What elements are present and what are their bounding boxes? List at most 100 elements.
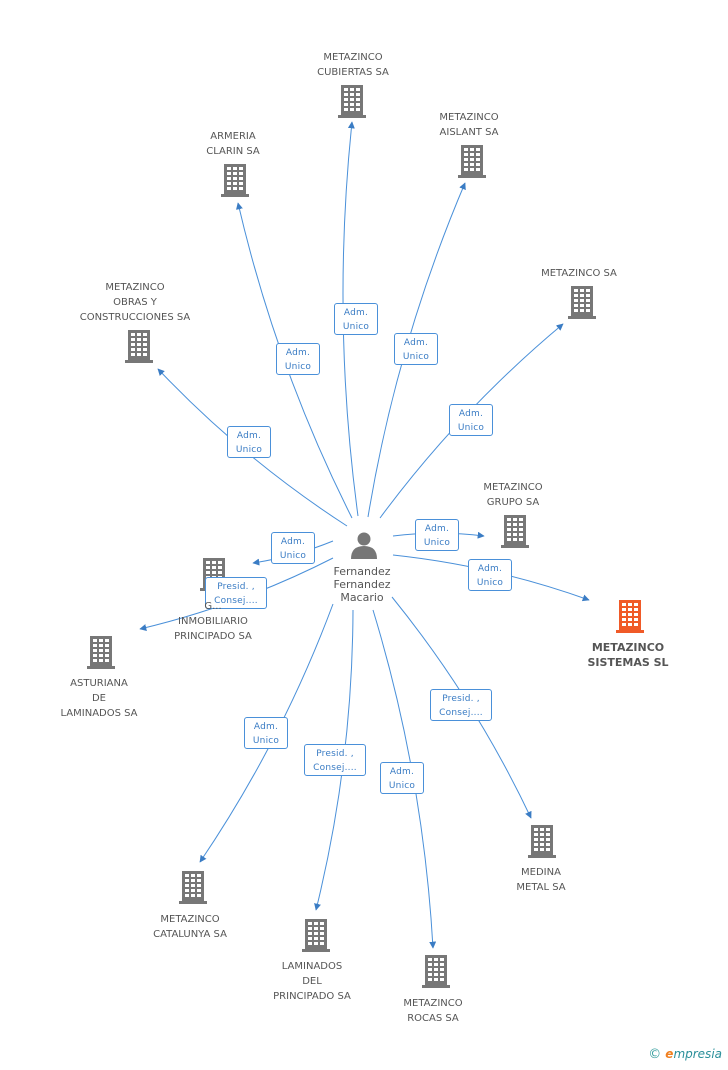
building-icon[interactable]: [422, 955, 450, 988]
building-icon[interactable]: [302, 919, 330, 952]
role-label-line: Unico: [342, 322, 370, 332]
role-label-line: Presid. ,: [316, 749, 354, 759]
role-label-line: Consej....: [439, 708, 483, 718]
company-name-line: PRINCIPADO SA: [174, 631, 252, 642]
role-label-metazinco_sa[interactable]: Adm. Unico: [449, 404, 493, 436]
building-icon[interactable]: [458, 145, 486, 178]
role-label-sistemas[interactable]: Adm. Unico: [468, 559, 512, 591]
role-label-medina[interactable]: Presid. , Consej....: [430, 689, 492, 721]
role-label-asturiana[interactable]: Presid. , Consej....: [205, 577, 267, 609]
role-label-line: Unico: [284, 362, 312, 372]
building-icon[interactable]: [501, 515, 529, 548]
company-name-line: CUBIERTAS SA: [317, 67, 389, 78]
company-name-line: LAMINADOS SA: [60, 708, 138, 719]
company-label-sistemas[interactable]: METAZINCO SISTEMAS SL: [587, 640, 668, 670]
company-label-catalunya[interactable]: METAZINCO CATALUNYA SA: [153, 912, 227, 942]
role-label-line: Presid. ,: [217, 582, 255, 592]
company-name-line: METAZINCO: [439, 112, 499, 123]
role-label-line: Adm.: [280, 537, 306, 547]
company-name-line: METAZINCO: [160, 914, 220, 925]
role-label-line: Adm.: [236, 431, 262, 441]
company-label-aislant[interactable]: METAZINCO AISLANT SA: [439, 110, 498, 140]
person-name-line: Fernandez: [333, 565, 391, 578]
building-icon[interactable]: [87, 636, 115, 669]
company-name-line: AISLANT SA: [439, 127, 499, 138]
role-label-line: Adm.: [403, 338, 429, 348]
company-label-metazinco_sa[interactable]: METAZINCO SA: [541, 266, 617, 281]
company-label-cubiertas[interactable]: METAZINCO CUBIERTAS SA: [317, 50, 389, 80]
company-name-line: METAZINCO: [591, 641, 665, 654]
company-name-line: LAMINADOS: [281, 961, 343, 972]
role-label-line: Adm.: [458, 409, 484, 419]
company-label-asturiana[interactable]: ASTURIANA DE LAMINADOS SA: [60, 676, 137, 721]
company-name-line: CATALUNYA SA: [153, 929, 227, 940]
role-label-line: Consej....: [313, 763, 357, 773]
company-label-grupo[interactable]: METAZINCO GRUPO SA: [483, 480, 542, 510]
building-icon[interactable]: [221, 164, 249, 197]
role-label-line: Consej....: [214, 596, 258, 606]
company-name-line: CLARIN SA: [206, 146, 260, 157]
company-name-line: MEDINA: [521, 867, 561, 878]
role-label-rocas[interactable]: Adm. Unico: [380, 762, 424, 794]
company-name-line: METAZINCO SA: [541, 268, 617, 279]
company-name-line: METAZINCO: [105, 282, 165, 293]
company-name-line: METAL SA: [516, 882, 566, 893]
role-label-line: Unico: [476, 578, 504, 588]
role-label-line: Adm.: [477, 564, 503, 574]
role-label-line: Unico: [388, 781, 416, 791]
role-label-armeria[interactable]: Adm. Unico: [276, 343, 320, 375]
role-label-cubiertas[interactable]: Adm.Unico: [334, 303, 378, 335]
role-label-line: Adm.: [424, 524, 450, 534]
company-name-line: METAZINCO: [483, 482, 543, 493]
person-icon[interactable]: [351, 532, 377, 560]
person-name-line: Fernandez: [333, 578, 391, 591]
building-icon[interactable]: [528, 825, 556, 858]
role-label-grupo[interactable]: Adm. Unico: [415, 519, 459, 551]
role-label-line: Presid. ,: [442, 694, 480, 704]
company-label-rocas[interactable]: METAZINCO ROCAS SA: [403, 996, 462, 1026]
role-label-line: Adm.: [253, 722, 279, 732]
company-name-line: PRINCIPADO SA: [273, 991, 351, 1002]
role-label-line: Adm.: [389, 767, 415, 777]
company-label-medina[interactable]: MEDINA METAL SA: [516, 865, 565, 895]
role-label-obras[interactable]: Adm. Unico: [227, 426, 271, 458]
building-icon[interactable]: [616, 600, 644, 633]
company-name-line: GRUPO SA: [486, 497, 540, 508]
company-name-line: ASTURIANA: [70, 678, 128, 689]
company-name-line: METAZINCO: [403, 998, 463, 1009]
company-name-line: METAZINCO: [323, 52, 383, 63]
company-name-line: CONSTRUCCIONES SA: [79, 312, 191, 323]
role-label-catalunya[interactable]: Adm. Unico: [244, 717, 288, 749]
building-icon[interactable]: [125, 330, 153, 363]
role-label-line: Unico: [252, 736, 280, 746]
empresia-footer: ©empresia: [648, 1047, 722, 1062]
company-name-line: ARMERIA: [210, 131, 256, 142]
brand-name: mpresia: [673, 1047, 722, 1061]
role-label-line: Adm.: [285, 348, 311, 358]
role-label-line: Unico: [279, 551, 307, 561]
building-icon[interactable]: [338, 85, 366, 118]
role-label-laminados[interactable]: Presid. , Consej....: [304, 744, 366, 776]
person-name-line: Macario: [340, 591, 384, 604]
company-label-obras[interactable]: METAZINCO OBRAS Y CONSTRUCCIONES SA: [80, 280, 191, 325]
company-label-laminados[interactable]: LAMINADOS DEL PRINCIPADO SA: [273, 959, 351, 1004]
role-label-line: Unico: [423, 538, 451, 548]
company-name-line: G...: [204, 601, 222, 612]
company-name-line: DE: [91, 693, 107, 704]
company-name-line: DEL: [302, 976, 322, 987]
company-name-line: ROCAS SA: [407, 1013, 459, 1024]
role-label-line: Unico: [402, 352, 430, 362]
company-label-armeria[interactable]: ARMERIA CLARIN SA: [206, 129, 260, 159]
role-label-line: Unico: [235, 445, 263, 455]
company-name-line: OBRAS Y: [113, 297, 157, 308]
company-name-line: SISTEMAS SL: [587, 656, 669, 669]
brand-initial: e: [665, 1047, 674, 1061]
building-icon[interactable]: [179, 871, 207, 904]
building-icon[interactable]: [568, 286, 596, 319]
role-label-aislant[interactable]: Adm. Unico: [394, 333, 438, 365]
role-label-line: Unico: [457, 423, 485, 433]
role-label-inmobiliario[interactable]: Adm. Unico: [271, 532, 315, 564]
